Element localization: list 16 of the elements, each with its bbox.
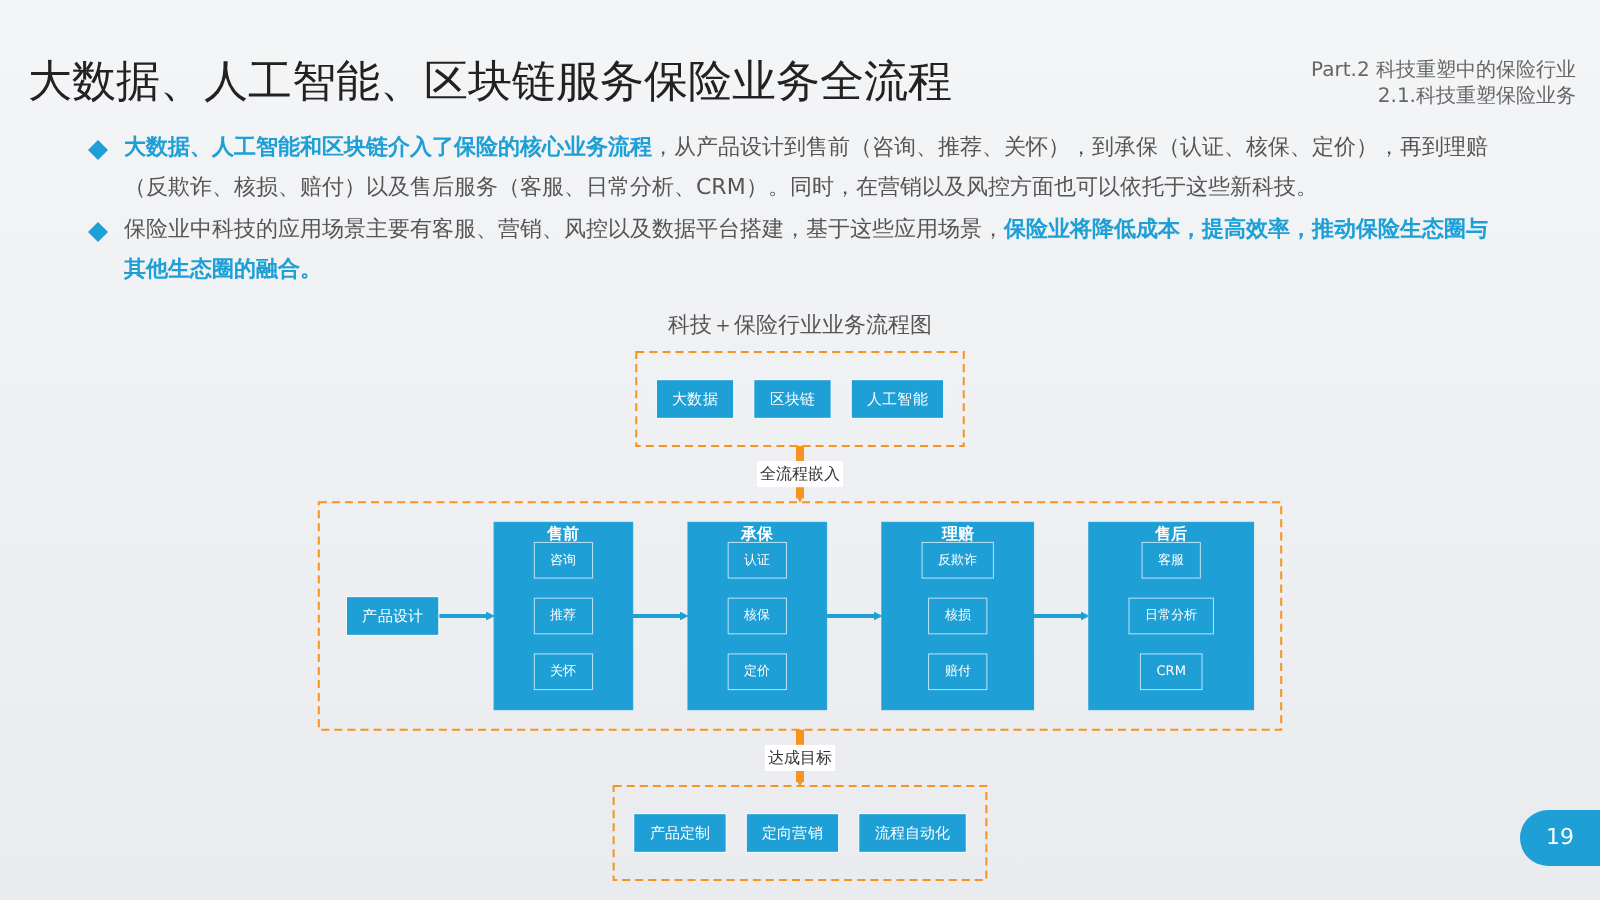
- section-label: 2.1.科技重塑保险业务: [1377, 83, 1576, 110]
- cluster: [635, 351, 965, 447]
- section-label: Part.2 科技重塑中的保险行业: [1311, 57, 1576, 84]
- chart-caption: 科技＋保险行业业务流程图: [666, 310, 934, 340]
- arrow: [632, 611, 689, 621]
- bullet-paragraph: 大数据、人工智能和区块链介入了保险的核心业务流程，从产品设计到售前（咨询、推荐、关怀），到承保（认证、核保、定价），再到理赔（反欺诈、核损、赔付）以及售后服务（客服、日常分析、CRM）。同时，在营销以及风控方面也可以依托于这些新科技。: [124, 132, 1490, 204]
- arrow: [1033, 611, 1090, 621]
- arrow: [438, 611, 495, 621]
- cluster: [612, 785, 988, 881]
- slide-title: 大数据、人工智能、区块链服务保险业务全流程: [28, 56, 952, 112]
- arrow: [826, 611, 883, 621]
- bullet-paragraph: 保险业中科技的应用场景主要有客服、营销、风控以及数据平台搭建，基于这些应用场景，保险业将降低成本，提高效率，推动保险生态圈与其他生态圈的融合。: [124, 214, 1490, 286]
- edge-label: 全流程嵌入: [759, 464, 841, 484]
- cluster: [317, 501, 1283, 731]
- page-number: 19: [1520, 810, 1600, 866]
- edge-label: 达成目标: [767, 747, 833, 767]
